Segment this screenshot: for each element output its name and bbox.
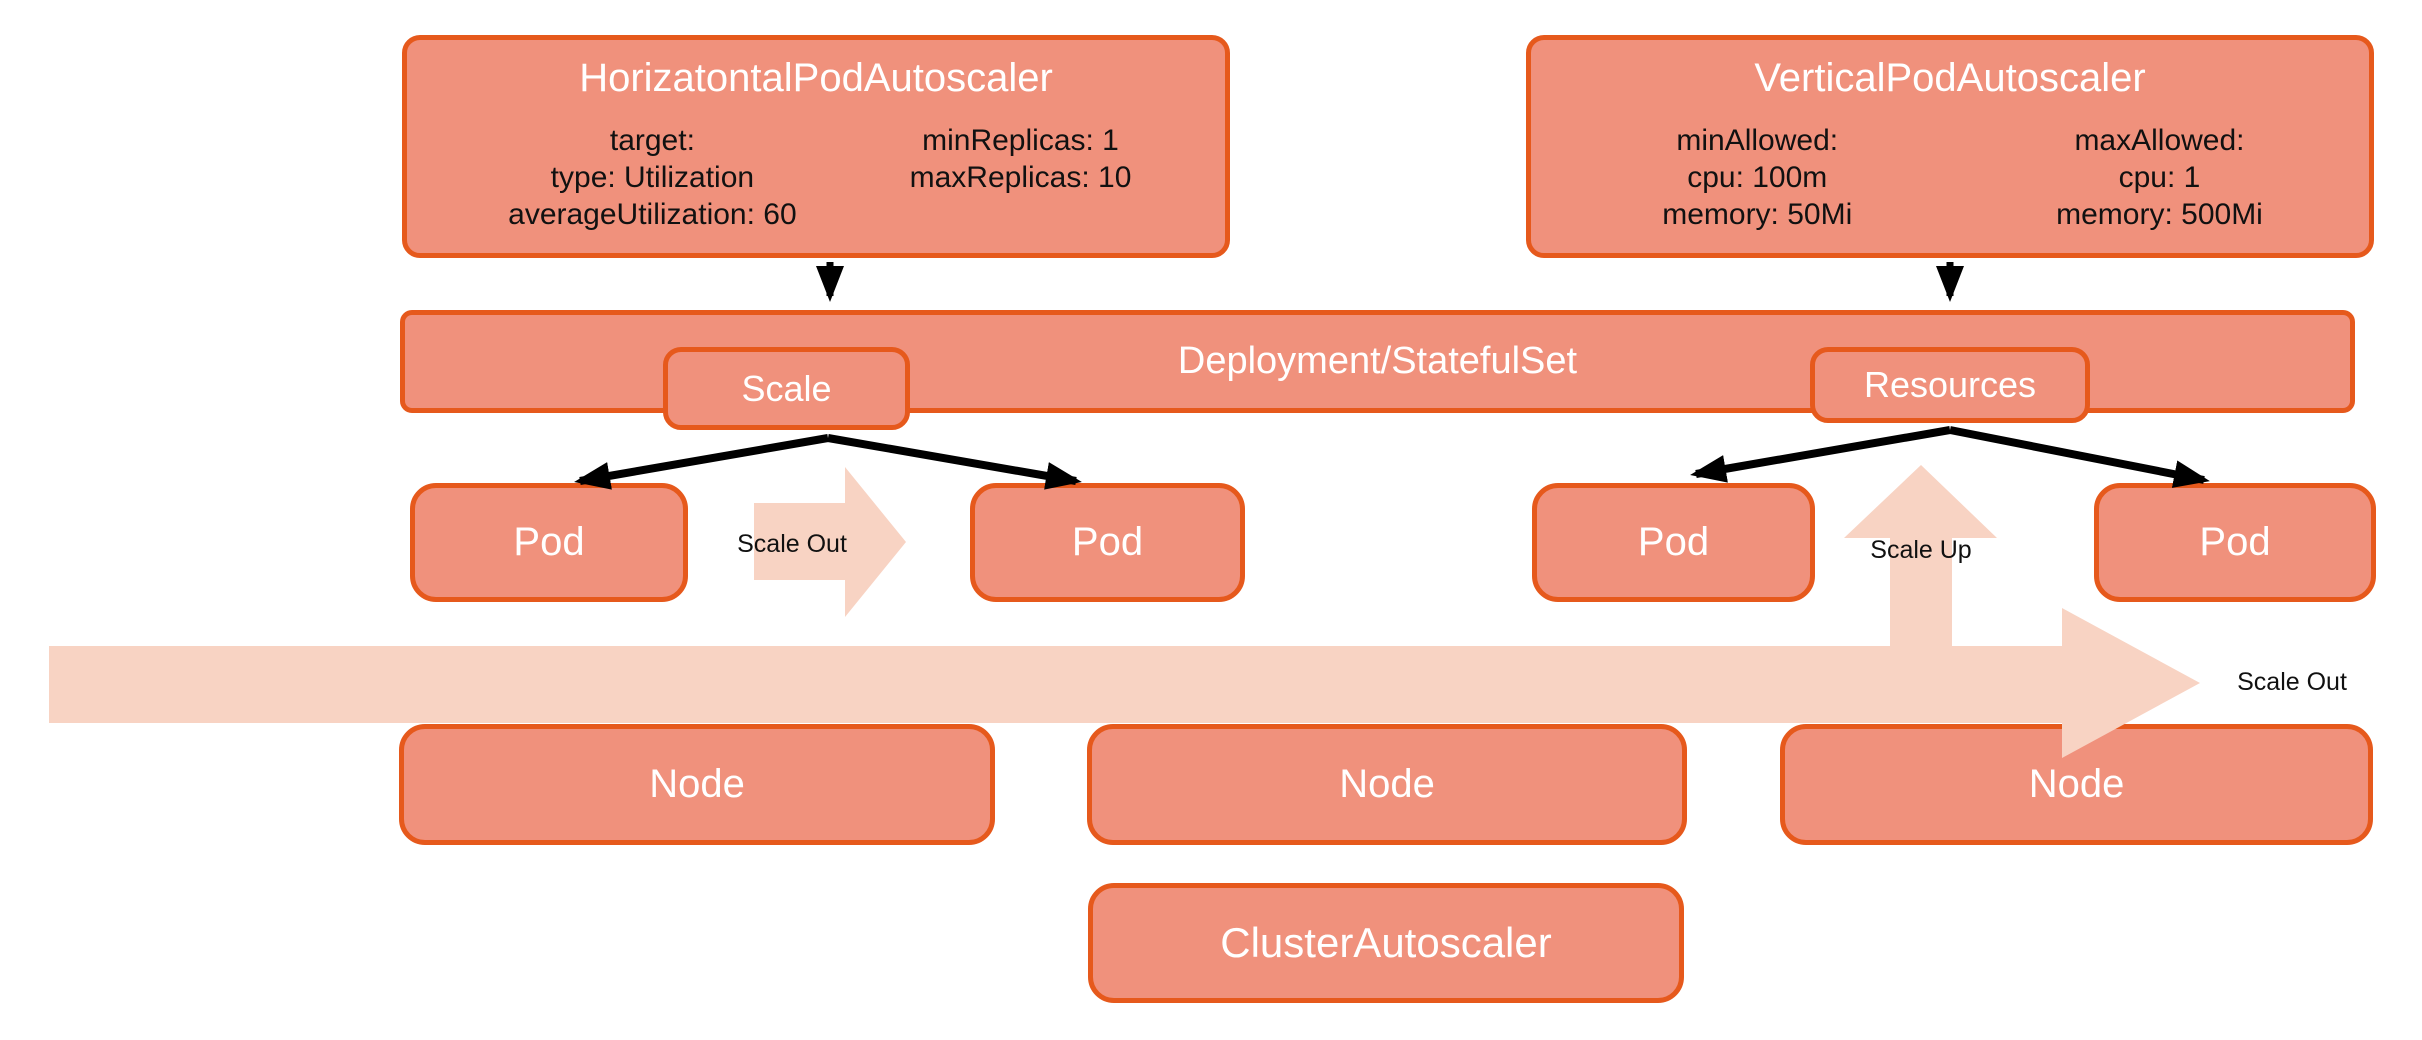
pod-box-1: Pod: [410, 483, 688, 602]
pod-box-3: Pod: [1532, 483, 1815, 602]
scale-label: Scale: [741, 367, 832, 409]
vpa-title: VerticalPodAutoscaler: [1754, 56, 2146, 100]
scale-up-label: Scale Up: [1870, 536, 1972, 564]
pod-box-4: Pod: [2094, 483, 2376, 602]
pod-label: Pod: [2199, 520, 2271, 564]
config-line: cpu: 1: [2118, 161, 2201, 194]
cluster-autoscaler-label: ClusterAutoscaler: [1220, 919, 1552, 966]
pod-label: Pod: [1637, 520, 1710, 564]
resources-box: Resources: [1810, 347, 2090, 423]
config-line: target:: [609, 124, 695, 157]
config-line: cpu: 100m: [1687, 161, 1828, 194]
resources-to-pod3-arrow: [1690, 426, 1951, 483]
deployment-title: Deployment/StatefulSet: [1177, 340, 1578, 382]
config-line: memory: 500Mi: [2056, 198, 2263, 231]
hpa-replicas-config: minReplicas: 1 maxReplicas: 10: [832, 122, 1208, 196]
node-label: Node: [2028, 762, 2125, 806]
hpa-target-config: target: type: Utilization averageUtiliza…: [440, 122, 865, 233]
scale-up-block-arrow: [1844, 465, 1997, 665]
vpa-max-allowed-config: maxAllowed: cpu: 1 memory: 500Mi: [1967, 122, 2352, 233]
config-line: maxAllowed:: [2074, 124, 2245, 157]
cluster-autoscaler-box: ClusterAutoscaler: [1088, 883, 1684, 1003]
scale-out-small-label: Scale Out: [737, 530, 847, 558]
config-line: minReplicas: 1: [922, 124, 1119, 157]
config-line: memory: 50Mi: [1662, 198, 1853, 231]
pod-label: Pod: [1071, 520, 1144, 564]
resources-label: Resources: [1863, 364, 2037, 405]
node-box-2: Node: [1087, 724, 1687, 845]
node-box-1: Node: [399, 724, 995, 845]
hpa-box: HorizatontalPodAutoscaler target: type: …: [402, 35, 1230, 258]
node-label: Node: [1339, 762, 1435, 806]
scale-to-pod2-arrow: [827, 434, 1082, 490]
vpa-min-allowed-config: minAllowed: cpu: 100m memory: 50Mi: [1548, 122, 1967, 233]
pod-label: Pod: [513, 520, 585, 564]
vpa-box: VerticalPodAutoscaler minAllowed: cpu: 1…: [1526, 35, 2374, 258]
hpa-title: HorizatontalPodAutoscaler: [579, 56, 1053, 100]
config-line: type: Utilization: [550, 161, 755, 194]
config-line: minAllowed:: [1676, 124, 1839, 157]
node-box-3: Node: [1780, 724, 2373, 845]
scale-to-pod1-arrow: [574, 434, 829, 490]
config-line: averageUtilization: 60: [508, 198, 797, 231]
pod-box-2: Pod: [970, 483, 1245, 602]
node-label: Node: [649, 762, 745, 806]
scale-out-big-label: Scale Out: [2237, 668, 2347, 696]
config-line: maxReplicas: 10: [909, 161, 1132, 194]
scale-box: Scale: [663, 347, 910, 430]
resources-to-pod4-arrow: [1949, 426, 2210, 488]
